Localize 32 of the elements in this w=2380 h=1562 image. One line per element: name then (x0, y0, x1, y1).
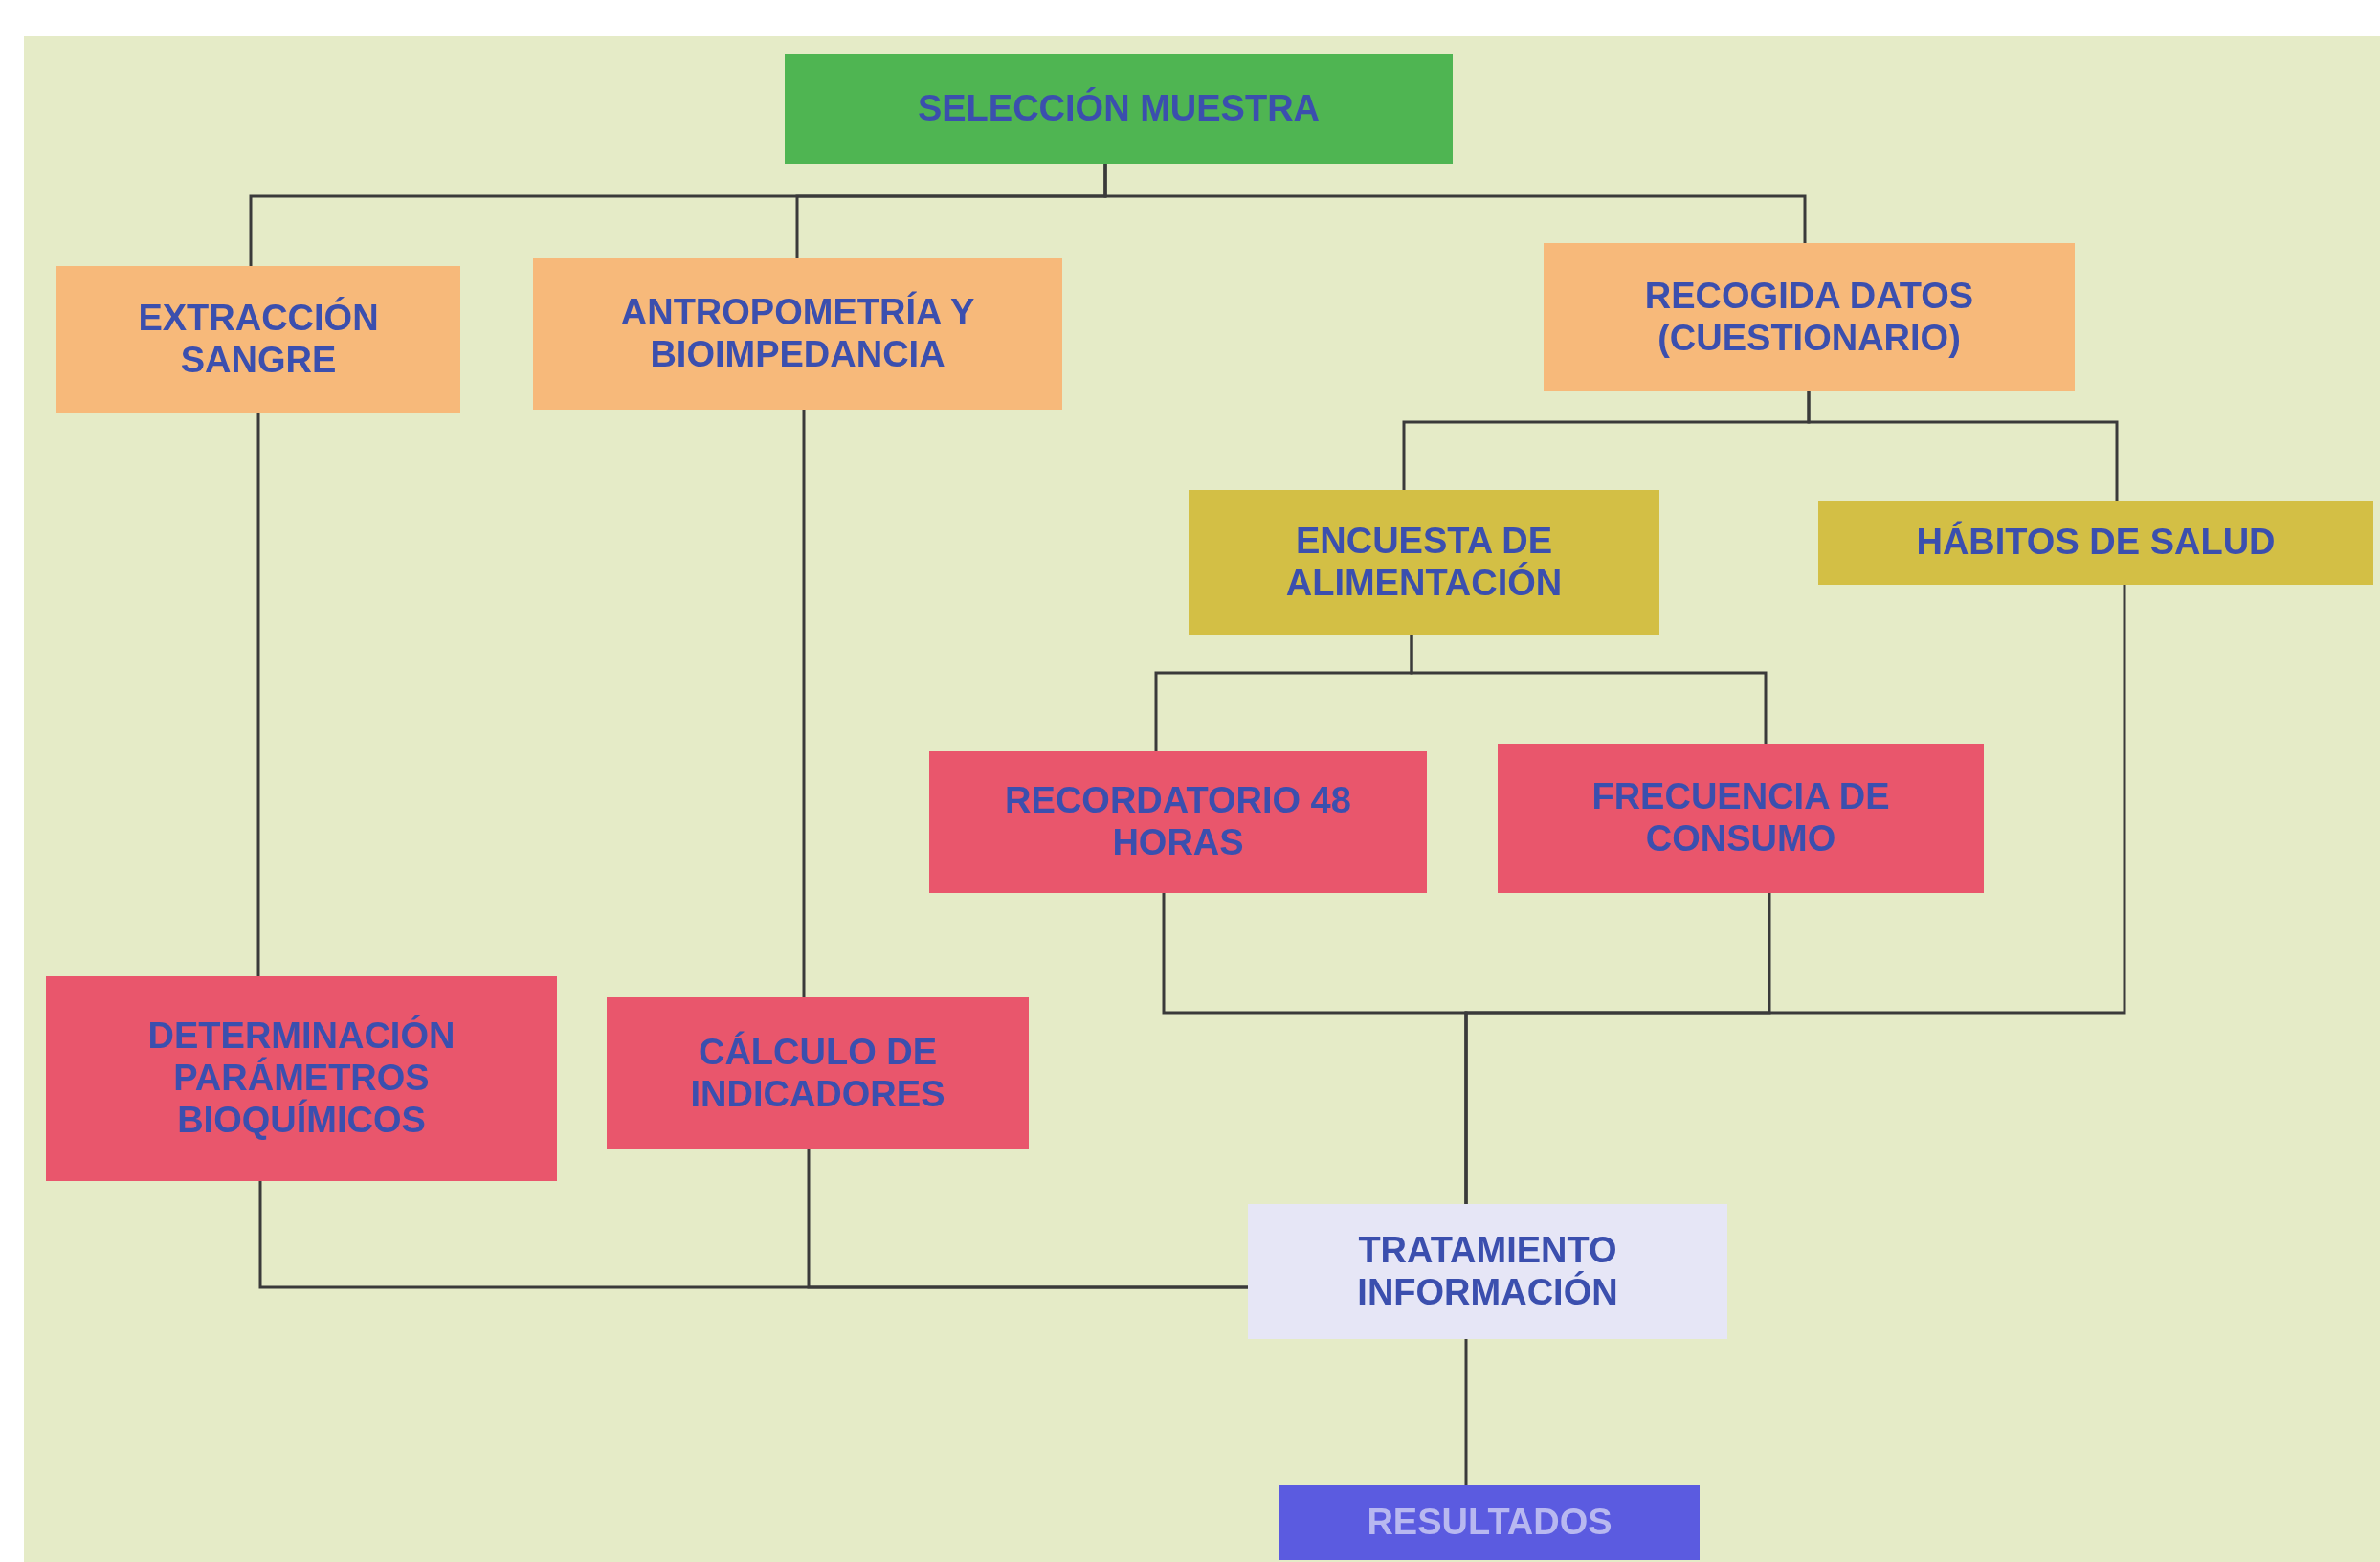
connector-line (1410, 635, 1768, 744)
box-label: RECORDATORIO 48 HORAS (1004, 780, 1352, 864)
box-label: ENCUESTA DE ALIMENTACIÓN (1284, 520, 1564, 605)
box-label: CÁLCULO DE INDICADORES (689, 1031, 946, 1116)
process-box (785, 54, 1453, 164)
box-label: ANTROPOMETRÍA Y BIOIMPEDANCIA (619, 292, 976, 376)
box-label: FRECUENCIA DE CONSUMO (1590, 776, 1891, 860)
connector-line (1807, 391, 2119, 501)
connector-line (1464, 585, 2126, 1204)
box-label: RESULTADOS (1367, 1502, 1613, 1544)
process-box (1544, 243, 2075, 391)
process-box (1818, 501, 2373, 585)
process-box (607, 997, 1029, 1149)
process-box (46, 976, 557, 1181)
connector-line (1103, 164, 1807, 243)
process-box (1279, 1485, 1700, 1560)
box-label: SELECCIÓN MUESTRA (917, 87, 1321, 130)
box-label: EXTRACCIÓN SANGRE (137, 297, 380, 382)
process-box (533, 258, 1062, 410)
process-box (56, 266, 460, 413)
process-box (1498, 744, 1984, 893)
box-label: DETERMINACIÓN PARÁMETROS BIOQUÍMICOS (146, 1015, 456, 1142)
process-box (1248, 1204, 1727, 1339)
connector-line (256, 413, 260, 976)
box-label: RECOGIDA DATOS (CUESTIONARIO) (1643, 275, 1975, 360)
connector-line (1464, 1339, 1468, 1485)
connector-line (807, 1149, 1248, 1289)
connector-line (802, 410, 806, 997)
box-label: TRATAMIENTO INFORMACIÓN (1356, 1229, 1619, 1314)
process-box (1189, 490, 1659, 635)
process-box (929, 751, 1427, 893)
box-label: HÁBITOS DE SALUD (1916, 522, 2276, 564)
